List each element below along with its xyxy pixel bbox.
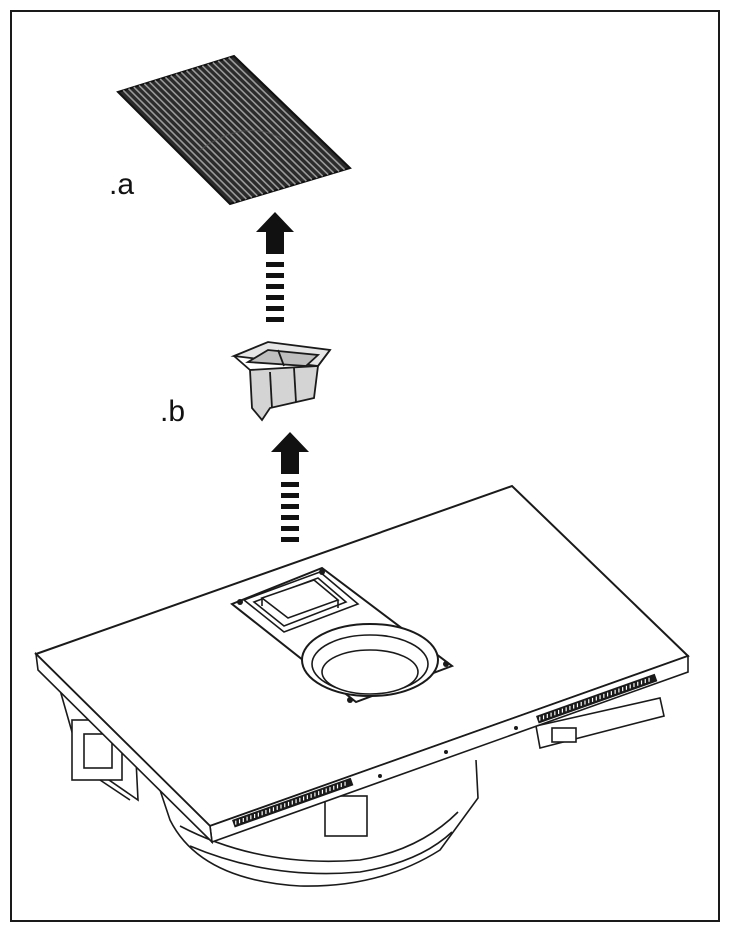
part-label-b: .b [160, 395, 186, 428]
arrow-up-to-cup [271, 432, 309, 542]
hob-with-extractor [34, 484, 690, 887]
part-label-a: .a [109, 168, 135, 201]
filter-cup [230, 341, 332, 422]
grease-filter-grille [116, 54, 352, 206]
arrow-up-to-grille [256, 212, 294, 322]
